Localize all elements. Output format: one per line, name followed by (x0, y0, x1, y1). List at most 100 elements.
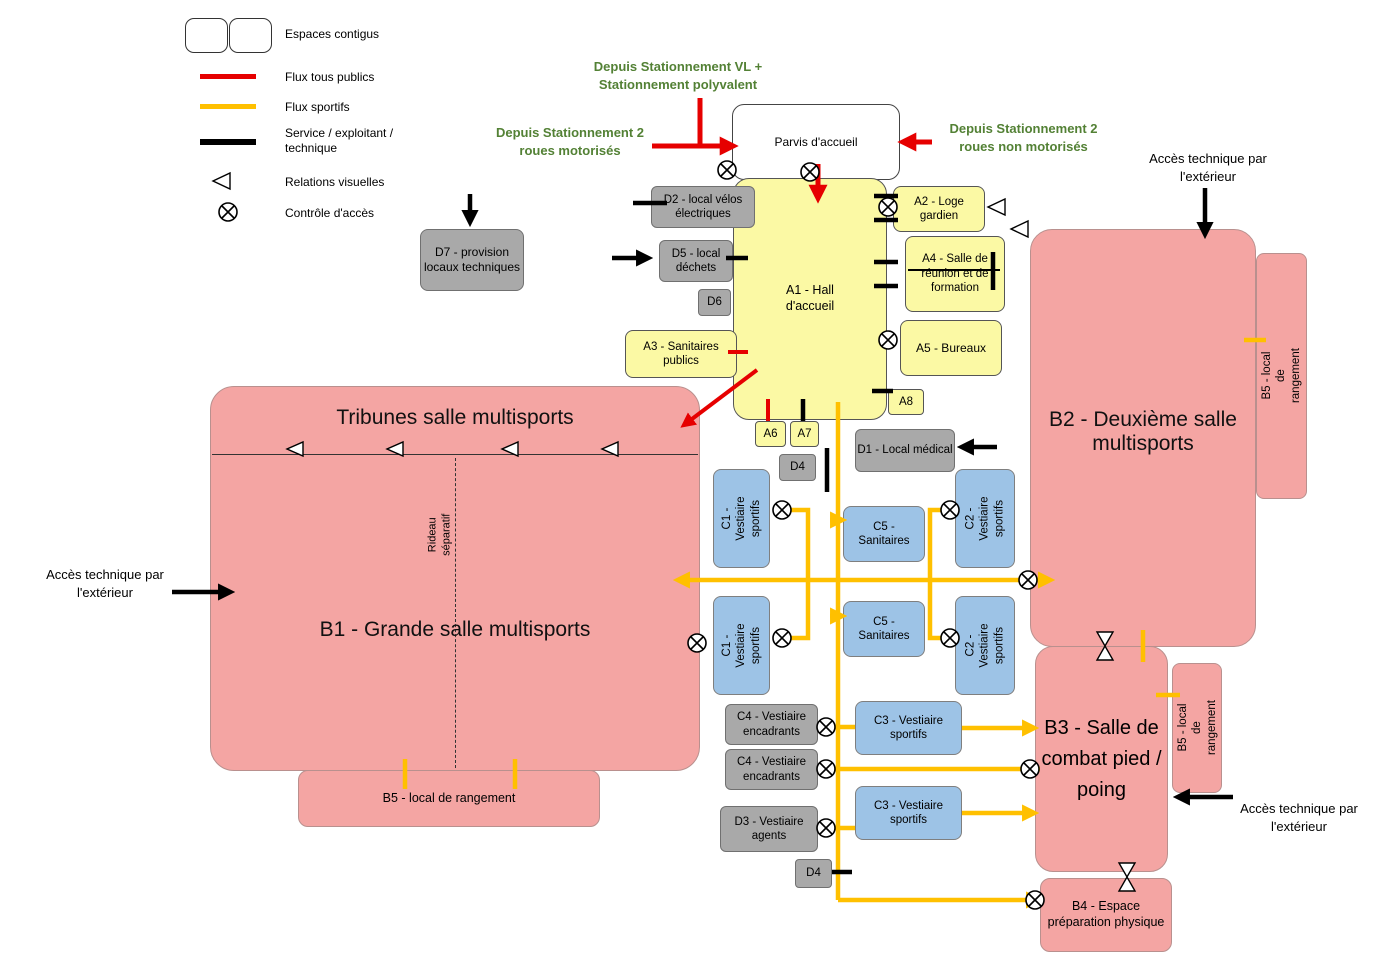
flux-sportif-c1 (790, 507, 811, 641)
space-tribunes-label: Tribunes salle multisports (336, 406, 574, 429)
space-c5-sanitaires-bas: C5 - Sanitaires (843, 601, 925, 657)
space-d2-label: D2 - local vélos électriques (663, 193, 743, 220)
space-d7-label: D7 - provision locaux techniques (423, 245, 521, 274)
space-c5-bas-label: C5 - Sanitaires (858, 615, 910, 642)
space-a5-bureaux: A5 - Bureaux (900, 320, 1002, 376)
space-c2-vestiaire-bas: C2 - Vestiaire sportifs (955, 596, 1015, 695)
space-d7-locaux-techniques: D7 - provision locaux techniques (420, 229, 524, 291)
visual-relation-icon (986, 197, 1006, 217)
space-d5-dechets: D5 - local déchets (659, 240, 733, 282)
space-d6-label: D6 (707, 296, 722, 309)
access-control-icon (816, 759, 836, 779)
space-a1-hall-accueil: A1 - Hall d'accueil (733, 178, 887, 420)
space-c3-vestiaire-haut: C3 - Vestiaire sportifs (855, 701, 962, 755)
space-c3-bas-label: C3 - Vestiaire sportifs (873, 799, 944, 826)
space-a7: A7 (790, 421, 819, 447)
space-b5-rangement-b1: B5 - local de rangement (298, 770, 600, 827)
legend-flux-sportifs: Flux sportifs (285, 100, 350, 114)
space-a4-label: A4 - Salle de réunion et de formation (921, 253, 989, 295)
legend-service: Service / exploitant / technique (285, 126, 394, 155)
legend-espaces-contigus: Espaces contigus (285, 27, 380, 41)
flux-sportif-c2 (927, 507, 942, 641)
space-c1-vestiaire-bas: C1 - Vestiaire sportifs (713, 596, 770, 695)
space-c4-encadrants-haut: C4 - Vestiaire encadrants (725, 704, 818, 745)
space-c1-haut-label: C1 - Vestiaire sportifs (720, 496, 762, 541)
rideau-separatif-line (455, 458, 456, 768)
space-d3-vestiaire-agents: D3 - Vestiaire agents (720, 806, 818, 852)
annotation-parking-motorises: Depuis Stationnement 2 roues motorisés (495, 125, 645, 158)
access-control-icon (816, 818, 836, 838)
space-c4-haut-label: C4 - Vestiaire encadrants (736, 711, 807, 738)
space-a8-label: A8 (898, 395, 914, 408)
space-c4-encadrants-bas: C4 - Vestiaire encadrants (725, 749, 818, 790)
space-d4-haut-label: D4 (790, 461, 805, 474)
space-d1-local-medical: D1 - Local médical (855, 429, 955, 472)
space-b5-rangement-b3: B5 - local de rangement (1172, 663, 1222, 793)
space-b4-label: B4 - Espace préparation physique (1047, 899, 1165, 929)
legend-access-control-icon (218, 202, 238, 222)
sport-flux-swatch (200, 104, 256, 109)
legend-controle-acces: Contrôle d'accès (285, 206, 375, 220)
rideau-separatif: Rideau séparatif (426, 470, 452, 600)
legend-visual-relation-icon (211, 171, 231, 191)
space-b3-label: B3 - Salle de combat pied / poing (1041, 716, 1162, 801)
space-c4-bas-label: C4 - Vestiaire encadrants (736, 756, 807, 783)
space-c3-vestiaire-bas: C3 - Vestiaire sportifs (855, 786, 962, 840)
space-b5-rangement-b2: B5 - local de rangement (1256, 253, 1307, 499)
space-c1-bas-label: C1 - Vestiaire sportifs (720, 623, 762, 668)
space-a5-label: A5 - Bureaux (915, 340, 987, 355)
tribunes-separator-line (212, 454, 698, 455)
annotation-parking-non-motorises: Depuis Stationnement 2 roues non motoris… (949, 121, 1098, 154)
space-b1-label: B1 - Grande salle multisports (319, 618, 591, 641)
service-flux-swatch (200, 139, 256, 145)
space-d2-velos: D2 - local vélos électriques (651, 186, 755, 228)
space-parvis-accueil: Parvis d'accueil (732, 104, 900, 180)
space-a2-label: A2 - Loge gardien (914, 195, 964, 222)
space-d3-label: D3 - Vestiaire agents (734, 815, 804, 842)
space-c5-haut-label: C5 - Sanitaires (858, 520, 910, 547)
annotation-acces-technique-haut: Accès technique par l'extérieur (1149, 151, 1267, 184)
access-control-icon (772, 500, 792, 520)
contiguous-spaces-icon (229, 18, 272, 53)
space-d4-haut: D4 (779, 454, 816, 481)
annotation-acces-technique-gauche: Accès technique par l'extérieur (46, 567, 164, 600)
space-a2-loge-gardien: A2 - Loge gardien (893, 186, 985, 232)
space-d4-bas-label: D4 (806, 867, 821, 880)
legend-relations-visuelles: Relations visuelles (285, 175, 385, 189)
space-a6: A6 (755, 421, 786, 447)
access-control-icon (772, 628, 792, 648)
space-d4-bas: D4 (795, 859, 832, 888)
space-parvis-label: Parvis d'accueil (774, 134, 858, 149)
space-c2-vestiaire-haut: C2 - Vestiaire sportifs (955, 469, 1015, 568)
space-b5-rangement-b1-label: B5 - local de rangement (382, 790, 516, 805)
space-a7-label: A7 (797, 427, 812, 440)
public-flux-swatch (200, 74, 256, 79)
space-a3-label: A3 - Sanitaires publics (643, 340, 719, 367)
space-a8: A8 (888, 389, 924, 415)
space-b5-rangement-b2-label: B5 - local de rangement (1260, 348, 1302, 404)
space-a4-salle-reunion: A4 - Salle de réunion et de formation (905, 236, 1005, 312)
space-c2-bas-label: C2 - Vestiaire sportifs (964, 623, 1006, 668)
rideau-separatif-label: Rideau séparatif (426, 513, 452, 557)
space-a6-label: A6 (763, 427, 778, 440)
space-b2-label: B2 - Deuxième salle multisports (1049, 408, 1237, 455)
space-a1-label: A1 - Hall d'accueil (785, 283, 835, 313)
space-b5-rangement-b3-label: B5 - local de rangement (1176, 700, 1218, 756)
space-b4-preparation-physique: B4 - Espace préparation physique (1040, 878, 1172, 952)
legend-flux-publics: Flux tous publics (285, 70, 375, 84)
access-control-icon (816, 717, 836, 737)
space-b3-salle-combat: B3 - Salle de combat pied / poing (1035, 646, 1168, 872)
space-c1-vestiaire-haut: C1 - Vestiaire sportifs (713, 469, 770, 568)
space-d6: D6 (698, 289, 731, 316)
annotation-acces-technique-bas: Accès technique par l'extérieur (1240, 801, 1358, 834)
space-c5-sanitaires-haut: C5 - Sanitaires (843, 506, 925, 562)
space-c3-haut-label: C3 - Vestiaire sportifs (873, 714, 944, 741)
space-d5-label: D5 - local déchets (671, 247, 721, 274)
space-b2-deuxieme-salle (1030, 229, 1256, 647)
space-d1-label: D1 - Local médical (857, 444, 953, 457)
space-c2-haut-label: C2 - Vestiaire sportifs (964, 496, 1006, 541)
contiguous-spaces-icon (185, 18, 228, 53)
annotation-parking-vl: Depuis Stationnement VL + Stationnement … (593, 59, 763, 92)
space-a3-sanitaires-publics: A3 - Sanitaires publics (625, 330, 737, 378)
